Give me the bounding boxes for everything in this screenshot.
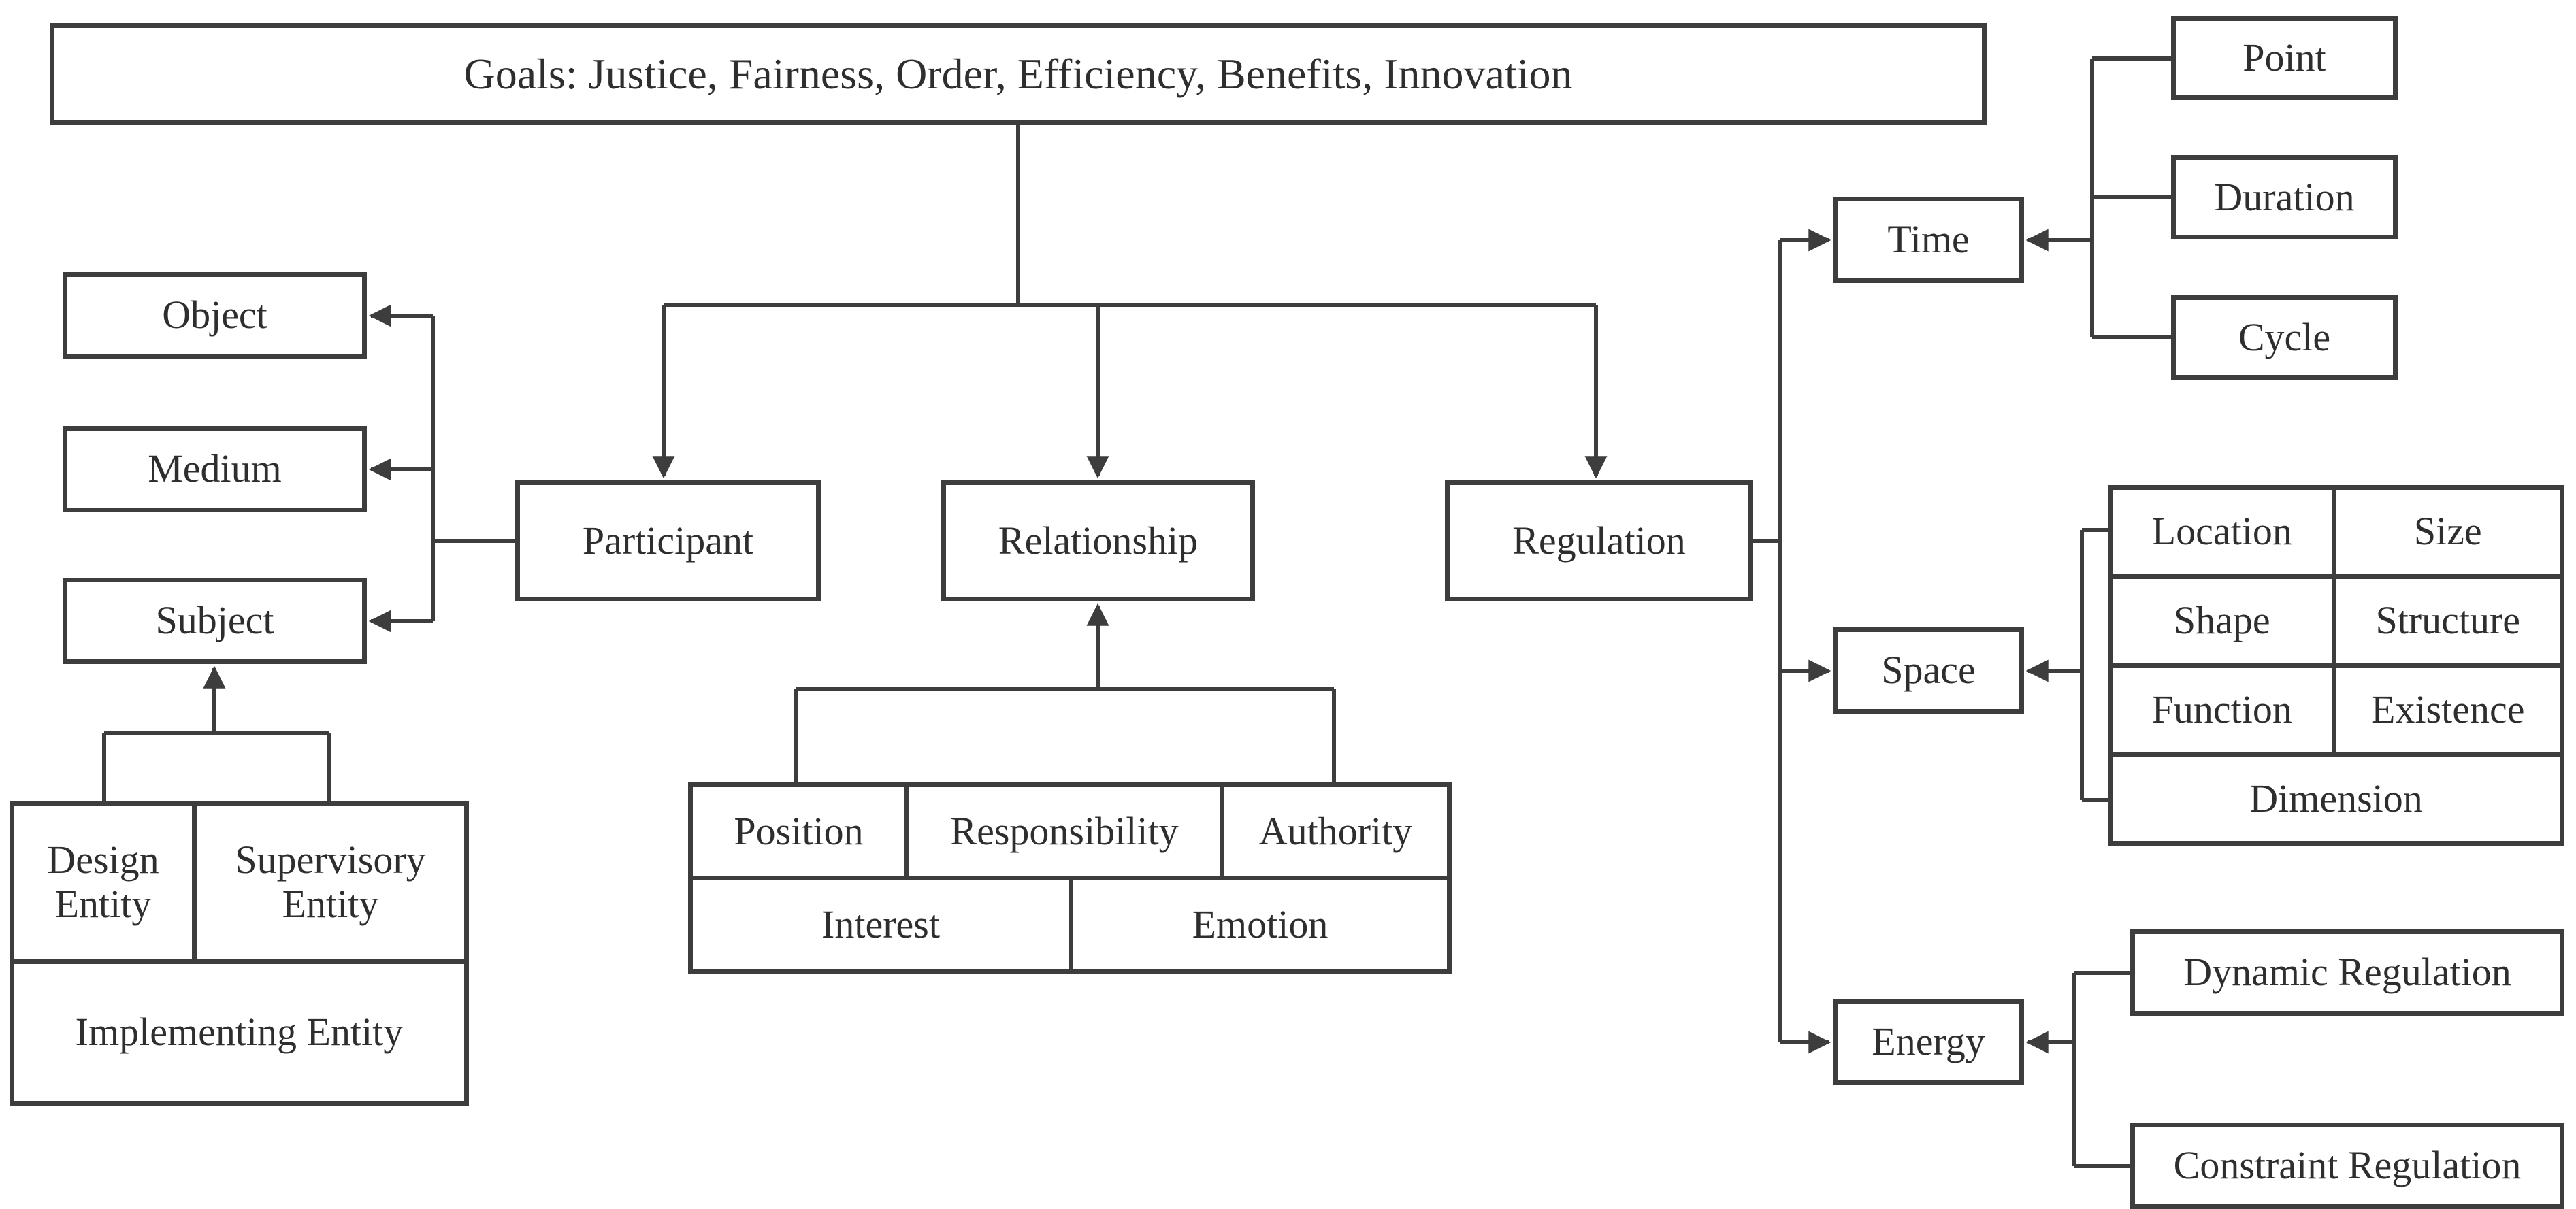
space-table-row-2: Shape Structure	[2113, 578, 2560, 668]
cell-function: Function	[2113, 667, 2336, 752]
node-space: Space	[1833, 627, 2024, 714]
edge-participant-to-targets	[368, 304, 515, 633]
edge-space-attributes	[2025, 528, 2108, 802]
edge-regulation-to-dimensions	[1753, 229, 1831, 1054]
space-attributes-table: Location Size Shape Structure Function E…	[2108, 485, 2564, 846]
relationship-attributes-table: Position Responsibility Authority Intere…	[688, 782, 1452, 974]
node-goals: Goals: Justice, Fairness, Order, Efficie…	[50, 23, 1987, 125]
cell-authority: Authority	[1258, 808, 1413, 853]
edge-attributes-to-relationship	[794, 603, 1336, 784]
cell-interest: Interest	[693, 880, 1073, 969]
node-duration: Duration	[2171, 155, 2398, 239]
node-point: Point	[2171, 16, 2398, 100]
edge-time-subtypes	[2025, 56, 2171, 339]
edge-goals-to-children	[652, 125, 1608, 479]
space-table-row-4: Dimension	[2113, 757, 2560, 841]
cell-location: Location	[2113, 490, 2336, 574]
node-participant: Participant	[515, 480, 821, 601]
edge-energy-subtypes	[2025, 971, 2130, 1168]
space-table-row-1: Location Size	[2113, 490, 2560, 579]
cell-shape: Shape	[2113, 578, 2336, 663]
edge-entities-to-subject	[102, 665, 331, 802]
relationship-table-row-2: Interest Emotion	[693, 880, 1447, 969]
node-dynamic-regulation: Dynamic Regulation	[2130, 929, 2564, 1016]
cell-responsibility: Responsibility	[909, 787, 1224, 876]
node-cycle: Cycle	[2171, 295, 2398, 380]
cell-implementing-entity: Implementing Entity	[75, 1010, 404, 1055]
node-regulation: Regulation	[1445, 480, 1753, 601]
node-subject: Subject	[63, 578, 367, 664]
cell-supervisory-entity: Supervisory Entity	[235, 838, 426, 926]
subject-entities-table: Design Entity Supervisory Entity Impleme…	[10, 801, 469, 1106]
cell-position: Position	[693, 787, 909, 876]
node-time: Time	[1833, 197, 2024, 283]
node-constraint-regulation: Constraint Regulation	[2130, 1123, 2564, 1209]
cell-design-entity: Design Entity	[14, 806, 197, 959]
node-medium: Medium	[63, 426, 367, 512]
cell-dimension: Dimension	[2249, 776, 2423, 821]
cell-emotion: Emotion	[1192, 901, 1328, 946]
entity-table-row-1: Design Entity Supervisory Entity	[14, 806, 464, 964]
cell-size: Size	[2413, 509, 2482, 554]
node-energy: Energy	[1833, 999, 2024, 1085]
space-table-row-3: Function Existence	[2113, 667, 2560, 757]
node-relationship: Relationship	[941, 480, 1255, 601]
cell-existence: Existence	[2371, 686, 2525, 731]
node-object: Object	[63, 272, 367, 359]
entity-table-row-2: Implementing Entity	[14, 964, 464, 1101]
cell-structure: Structure	[2375, 598, 2521, 643]
relationship-table-row-1: Position Responsibility Authority	[693, 787, 1447, 880]
